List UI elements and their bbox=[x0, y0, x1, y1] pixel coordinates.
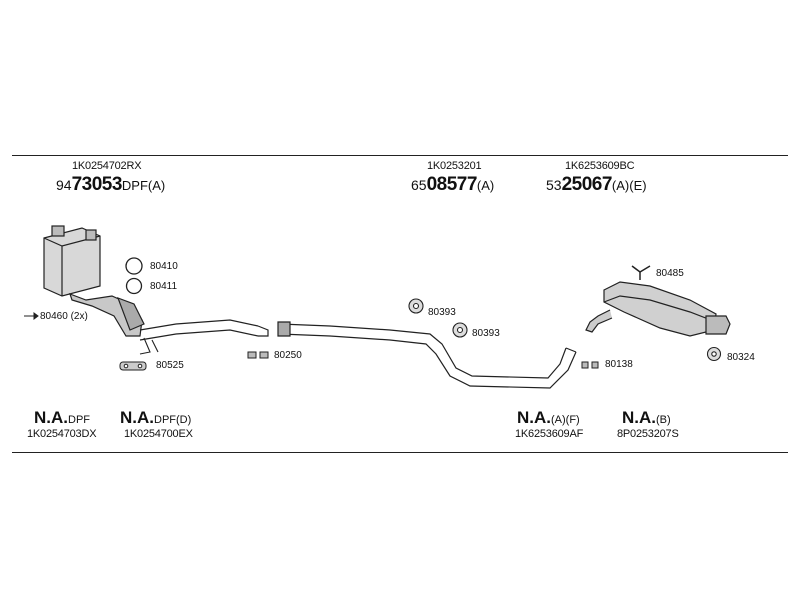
bottom-item-4-oem: 8P0253207S bbox=[617, 428, 679, 440]
middle-pipe-code-suffix: (A) bbox=[476, 178, 495, 193]
part-label-80324: 80324 bbox=[727, 352, 755, 363]
middle-pipe-part-code: 6508577(A) bbox=[411, 174, 494, 196]
rear-muffler-code-suffix: (A)(E) bbox=[611, 178, 647, 193]
bottom-item-4-suffix: (B) bbox=[656, 414, 671, 426]
bottom-item-4-na: N.A. bbox=[622, 408, 656, 427]
bolt-80460-drawing bbox=[24, 312, 39, 320]
rubber-mount-80393-b-drawing bbox=[452, 322, 468, 338]
clamp-80250-drawing bbox=[247, 351, 269, 359]
bottom-item-1-oem: 1K0254703DX bbox=[27, 428, 97, 440]
dpf-part-code: 9473053DPF(A) bbox=[56, 174, 165, 196]
bottom-item-1-suffix: DPF bbox=[68, 414, 90, 426]
rear-muffler-code-prefix: 53 bbox=[546, 177, 562, 193]
rear-muffler-code-main: 25067 bbox=[561, 174, 613, 195]
bottom-item-4: N.A.(B) bbox=[622, 408, 671, 428]
bottom-item-3: N.A.(A)(F) bbox=[517, 408, 580, 428]
part-label-80138: 80138 bbox=[605, 359, 633, 370]
hanger-80485-drawing bbox=[631, 265, 651, 280]
middle-pipe-code-main: 08577 bbox=[426, 174, 478, 195]
rear-muffler-part-code: 5325067(A)(E) bbox=[546, 174, 647, 196]
dpf-unit-drawing bbox=[43, 225, 145, 337]
mount-80525-drawing bbox=[119, 361, 147, 371]
bracket-80525-drawing bbox=[139, 337, 159, 355]
middle-pipe-oem-number: 1K0253201 bbox=[427, 160, 482, 172]
rear-muffler-drawing bbox=[585, 281, 731, 337]
dpf-oem-number: 1K0254702RX bbox=[72, 160, 142, 172]
dpf-code-prefix: 94 bbox=[56, 177, 72, 193]
front-pipe-drawing bbox=[139, 319, 269, 341]
bottom-item-3-suffix: (A)(F) bbox=[551, 414, 580, 426]
bottom-item-3-na: N.A. bbox=[517, 408, 551, 427]
part-label-80393-b: 80393 bbox=[472, 328, 500, 339]
middle-pipe-code-prefix: 65 bbox=[411, 177, 427, 193]
clamp-80138-drawing bbox=[581, 361, 599, 369]
bottom-item-1-na: N.A. bbox=[34, 408, 68, 427]
bottom-divider bbox=[12, 452, 788, 453]
part-label-80411: 80411 bbox=[150, 281, 178, 292]
bottom-item-2-na: N.A. bbox=[120, 408, 154, 427]
part-label-80460: 80460 (2x) bbox=[40, 311, 88, 322]
bottom-item-3-oem: 1K6253609AF bbox=[515, 428, 584, 440]
middle-pipe-drawing bbox=[277, 321, 577, 389]
rubber-mount-80393-a-drawing bbox=[408, 298, 424, 314]
bottom-item-1: N.A.DPF bbox=[34, 408, 90, 428]
dpf-code-main: 73053 bbox=[71, 174, 123, 195]
seal-ring-80411-drawing bbox=[125, 277, 143, 295]
bottom-item-2-oem: 1K0254700EX bbox=[124, 428, 193, 440]
top-divider bbox=[12, 155, 788, 156]
bottom-item-2: N.A.DPF(D) bbox=[120, 408, 191, 428]
part-label-80410: 80410 bbox=[150, 261, 178, 272]
part-label-80393-a: 80393 bbox=[428, 307, 456, 318]
part-label-80525: 80525 bbox=[156, 360, 184, 371]
rubber-mount-80324-drawing bbox=[706, 346, 722, 362]
part-label-80485: 80485 bbox=[656, 268, 684, 279]
part-label-80250: 80250 bbox=[274, 350, 302, 361]
dpf-code-suffix: DPF(A) bbox=[121, 178, 166, 193]
bottom-item-2-suffix: DPF(D) bbox=[154, 414, 192, 426]
seal-ring-80410-drawing bbox=[125, 257, 143, 275]
rear-muffler-oem-number: 1K6253609BC bbox=[565, 160, 635, 172]
